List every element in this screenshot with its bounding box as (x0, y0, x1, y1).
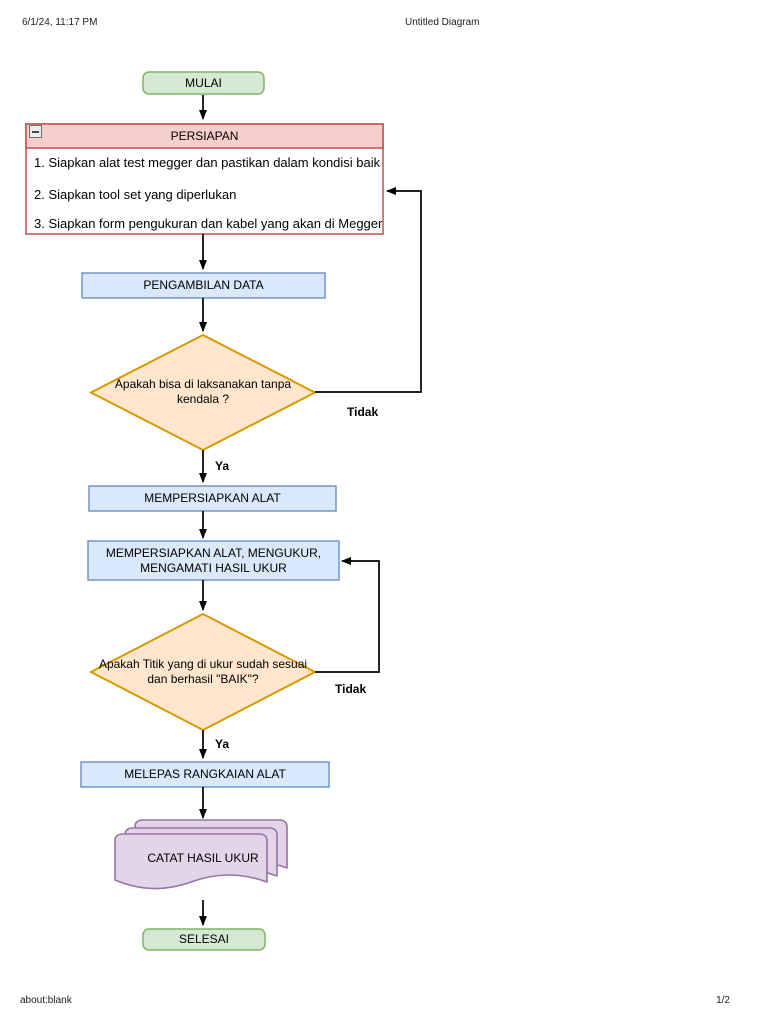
melepas-label: MELEPAS RANGKAIAN ALAT (124, 767, 286, 781)
edge-decision1-no-loop (315, 187, 422, 393)
mempersiapkan-alat-label: MEMPERSIAPKAN ALAT (144, 491, 281, 505)
decision-kendala-label: Apakah bisa di laksanakan tanpa kendala … (114, 377, 292, 406)
connectors (199, 95, 422, 926)
pengambilan-data-label: PENGAMBILAN DATA (143, 278, 264, 292)
persiapan-item-2: 2. Siapkan tool set yang diperlukan (34, 187, 237, 202)
persiapan-item-1: 1. Siapkan alat test megger dan pastikan… (34, 155, 381, 170)
mengukur-shape (87, 540, 340, 581)
catat-document-front (114, 833, 268, 890)
persiapan-item-3: 3. Siapkan form pengukuran dan kabel yan… (34, 216, 383, 231)
decision-baik-no-label: Tidak (335, 682, 367, 696)
decision-baik-label: Apakah Titik yang di ukur sudah sesuai d… (98, 657, 308, 686)
end-node-shape (142, 928, 266, 951)
decision-baik-yes-label: Ya (215, 737, 230, 751)
start-node-shape (142, 71, 265, 95)
start-node-label: MULAI (185, 75, 222, 90)
persiapan-title: PERSIAPAN (170, 128, 239, 143)
collapse-icon (29, 125, 42, 138)
print-timestamp: 6/1/24, 11:17 PM (22, 17, 98, 28)
mengukur-label: MEMPERSIAPKAN ALAT, MENGUKUR, MENGAMATI … (105, 545, 322, 575)
catat-label: CATAT HASIL UKUR (147, 850, 259, 865)
mempersiapkan-alat-shape (88, 485, 337, 512)
melepas-shape (80, 761, 330, 788)
print-footer-url: about:blank (20, 995, 72, 1006)
end-node-label: SELESAI (178, 932, 230, 946)
print-page-number: 1/2 (716, 995, 730, 1006)
edge-decision2-no-loop (315, 557, 380, 673)
decision-kendala-no-label: Tidak (347, 405, 379, 419)
document-title: Untitled Diagram (405, 17, 480, 28)
decision-kendala-yes-label: Ya (215, 459, 230, 473)
persiapan-container-header (25, 123, 384, 149)
catat-document-stack (114, 819, 288, 890)
